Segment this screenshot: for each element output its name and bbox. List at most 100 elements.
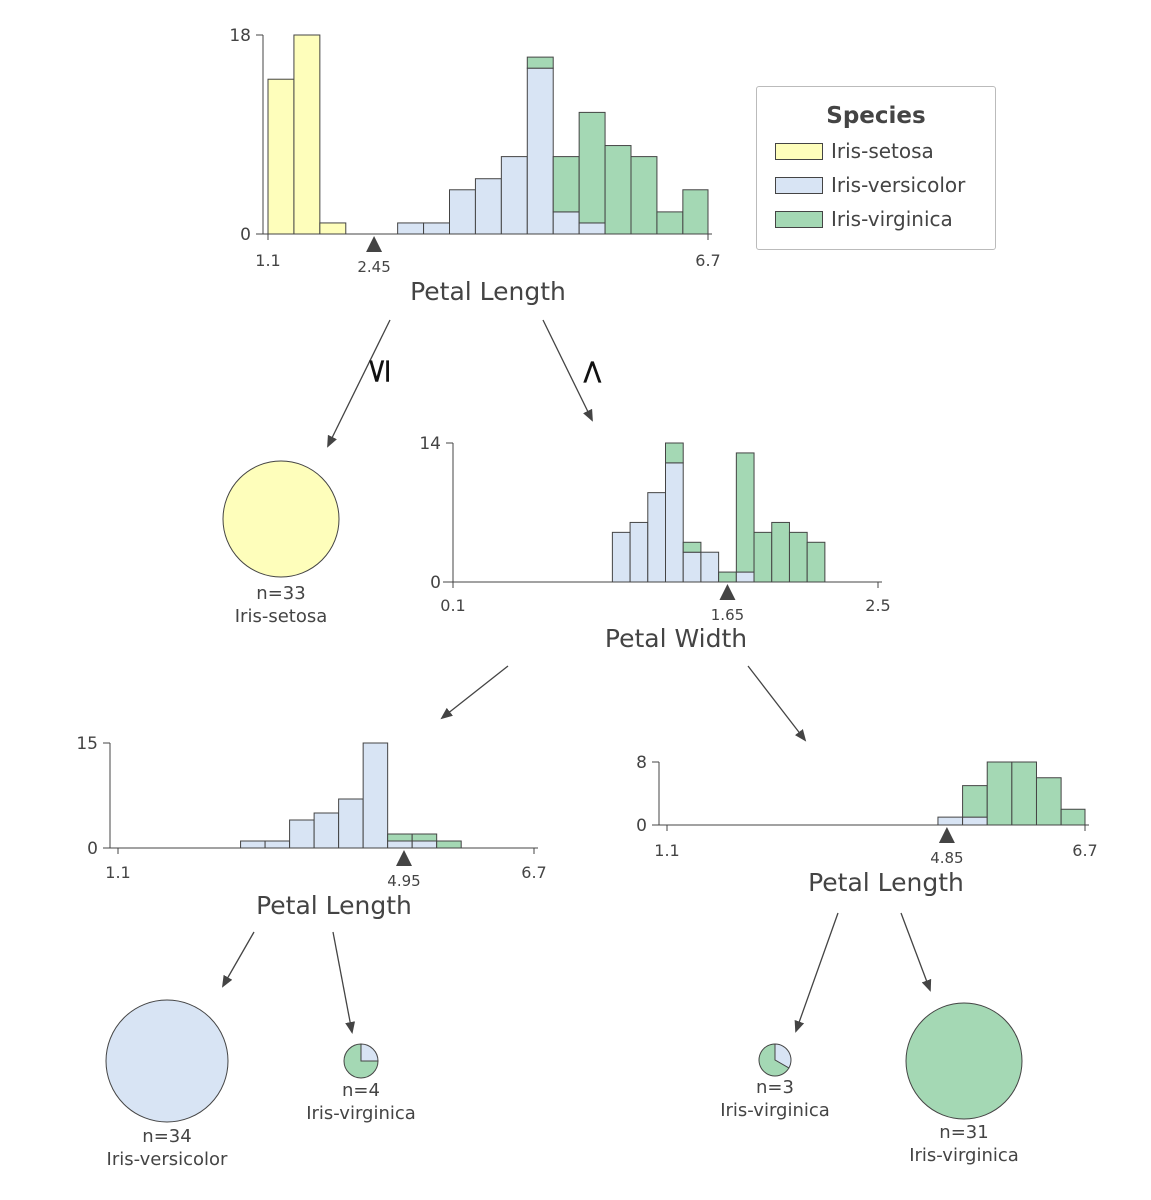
legend-entry-virginica: Iris-virginica — [775, 207, 953, 231]
split-threshold-label: 1.65 — [711, 606, 744, 624]
leaf-class-label: Iris-virginica — [720, 1100, 830, 1121]
histogram-bar-iris-virginica-bin-14 — [630, 156, 658, 235]
histogram-bar-iris-versicolor-bin-4 — [682, 551, 702, 583]
feature-axis-label: Petal Length — [256, 891, 412, 920]
leaf-sample-count: n=33 — [256, 583, 305, 604]
legend-swatch-versicolor — [775, 176, 823, 194]
y-tick-label: 8 — [636, 753, 647, 773]
x-tick-label: 2.5 — [865, 596, 890, 615]
x-tick-label: 6.7 — [1072, 841, 1097, 860]
leaf-sample-count: n=4 — [342, 1080, 380, 1101]
x-tick-label: 1.1 — [105, 863, 130, 882]
histogram-bar-iris-versicolor-bin-7 — [411, 840, 438, 849]
histogram-bar-iris-versicolor-bin-0 — [611, 531, 631, 583]
histogram-bar-iris-virginica-bin-3 — [665, 442, 684, 464]
split-threshold-label: 4.85 — [930, 849, 963, 867]
histogram-bar-iris-setosa-bin-1 — [293, 34, 321, 235]
histogram-bar-iris-virginica-bin-4 — [682, 541, 702, 553]
edge-width-node-to-right-node — [747, 665, 807, 742]
split-threshold-label: 4.95 — [387, 872, 420, 890]
edge-label-less-equal: ≤ — [358, 357, 398, 386]
split-threshold-marker — [396, 850, 412, 866]
histogram-bar-iris-versicolor-bin-9 — [500, 156, 528, 235]
y-tick-label: 18 — [229, 26, 251, 46]
leaf-class-label: Iris-versicolor — [107, 1149, 229, 1170]
legend-label-setosa: Iris-setosa — [831, 139, 934, 163]
y-tick-label: 0 — [430, 573, 441, 593]
histogram-bar-iris-versicolor-bin-0 — [937, 816, 964, 826]
histogram-bar-iris-virginica-bin-2 — [986, 761, 1013, 826]
histogram-bar-iris-versicolor-bin-0 — [240, 840, 266, 849]
y-tick-label: 0 — [240, 225, 251, 245]
feature-axis-label: Petal Width — [605, 624, 747, 653]
feature-axis-label: Petal Length — [808, 868, 964, 897]
pie-slice-iris-versicolor — [360, 1043, 379, 1062]
edge-width-node-to-left-node — [440, 665, 509, 720]
histogram-bar-iris-virginica-bin-3 — [1011, 761, 1037, 826]
histogram-bar-iris-virginica-bin-8 — [753, 531, 773, 583]
leaf-sample-count: n=3 — [756, 1077, 794, 1098]
edge-label-greater-than: > — [572, 358, 612, 387]
x-tick-label: 1.1 — [255, 251, 280, 270]
histogram-bar-iris-versicolor-bin-2 — [647, 492, 667, 583]
legend-title: Species — [826, 103, 926, 129]
histogram-bar-iris-virginica-bin-7 — [411, 833, 438, 842]
histogram-bar-iris-versicolor-bin-3 — [313, 812, 340, 849]
histogram-bar-iris-versicolor-bin-5 — [397, 222, 425, 235]
histogram-bar-iris-versicolor-bin-4 — [338, 798, 364, 849]
histogram-bar-iris-versicolor-bin-11 — [552, 211, 580, 235]
split-threshold-label: 2.45 — [357, 258, 390, 276]
histogram-bar-iris-versicolor-bin-10 — [526, 67, 554, 235]
histogram-bar-iris-versicolor-bin-1 — [962, 816, 988, 826]
leaf-sample-count: n=34 — [142, 1126, 191, 1147]
edge-root-to-setosa-leaf — [327, 319, 391, 448]
tree-edges: ≤ > — [222, 319, 932, 1034]
histogram-bar-iris-versicolor-bin-1 — [629, 521, 649, 583]
histogram-bar-iris-virginica-bin-6 — [387, 833, 413, 842]
leaf-class-label: Iris-virginica — [909, 1145, 1019, 1166]
feature-axis-label: Petal Length — [410, 277, 566, 306]
histogram-bar-iris-versicolor-bin-5 — [700, 551, 720, 583]
edge-root-to-width-node — [542, 319, 593, 422]
edge-right-node-to-virginica-31-leaf — [900, 912, 932, 992]
histogram-bar-iris-versicolor-bin-6 — [387, 840, 413, 849]
histogram-bar-iris-versicolor-bin-6 — [423, 222, 451, 235]
histogram-bar-iris-virginica-bin-16 — [682, 189, 709, 235]
x-tick-label: 6.7 — [521, 863, 546, 882]
histogram-bar-iris-virginica-bin-12 — [578, 111, 606, 224]
y-tick-label: 15 — [76, 734, 98, 754]
legend-label-versicolor: Iris-versicolor — [831, 173, 966, 197]
legend-swatch-virginica — [775, 210, 823, 228]
leaf-sample-count: n=31 — [939, 1122, 988, 1143]
histogram-bar-iris-virginica-bin-13 — [604, 145, 632, 235]
x-tick-label: 0.1 — [440, 596, 465, 615]
histogram-bar-iris-versicolor-bin-8 — [474, 178, 502, 235]
histogram-bar-iris-versicolor-bin-7 — [735, 571, 755, 583]
histogram-bar-iris-versicolor-bin-3 — [665, 462, 684, 583]
species-legend: Species Iris-setosa Iris-versicolor Iris… — [756, 86, 996, 250]
x-tick-label: 1.1 — [654, 841, 679, 860]
histogram-bar-iris-setosa-bin-2 — [319, 222, 347, 235]
histogram-bar-iris-virginica-bin-11 — [552, 156, 580, 213]
histogram-bar-iris-virginica-bin-1 — [962, 785, 988, 818]
y-tick-label: 0 — [87, 839, 98, 859]
histogram-bar-iris-virginica-bin-6 — [718, 571, 737, 583]
x-tick-label: 6.7 — [695, 251, 720, 270]
histogram-bar-iris-virginica-bin-7 — [735, 452, 755, 573]
pie-slice-iris-virginica — [905, 1002, 1023, 1120]
legend-swatch-setosa — [775, 142, 823, 160]
edge-left-node-to-virginica-4-leaf — [332, 931, 356, 1034]
legend-entry-versicolor: Iris-versicolor — [775, 173, 965, 197]
pie-slice-iris-versicolor — [105, 999, 229, 1123]
histogram-bar-iris-virginica-bin-8 — [436, 840, 462, 849]
histogram-bar-iris-virginica-bin-15 — [656, 211, 684, 235]
pie-slice-iris-virginica — [343, 1043, 379, 1079]
